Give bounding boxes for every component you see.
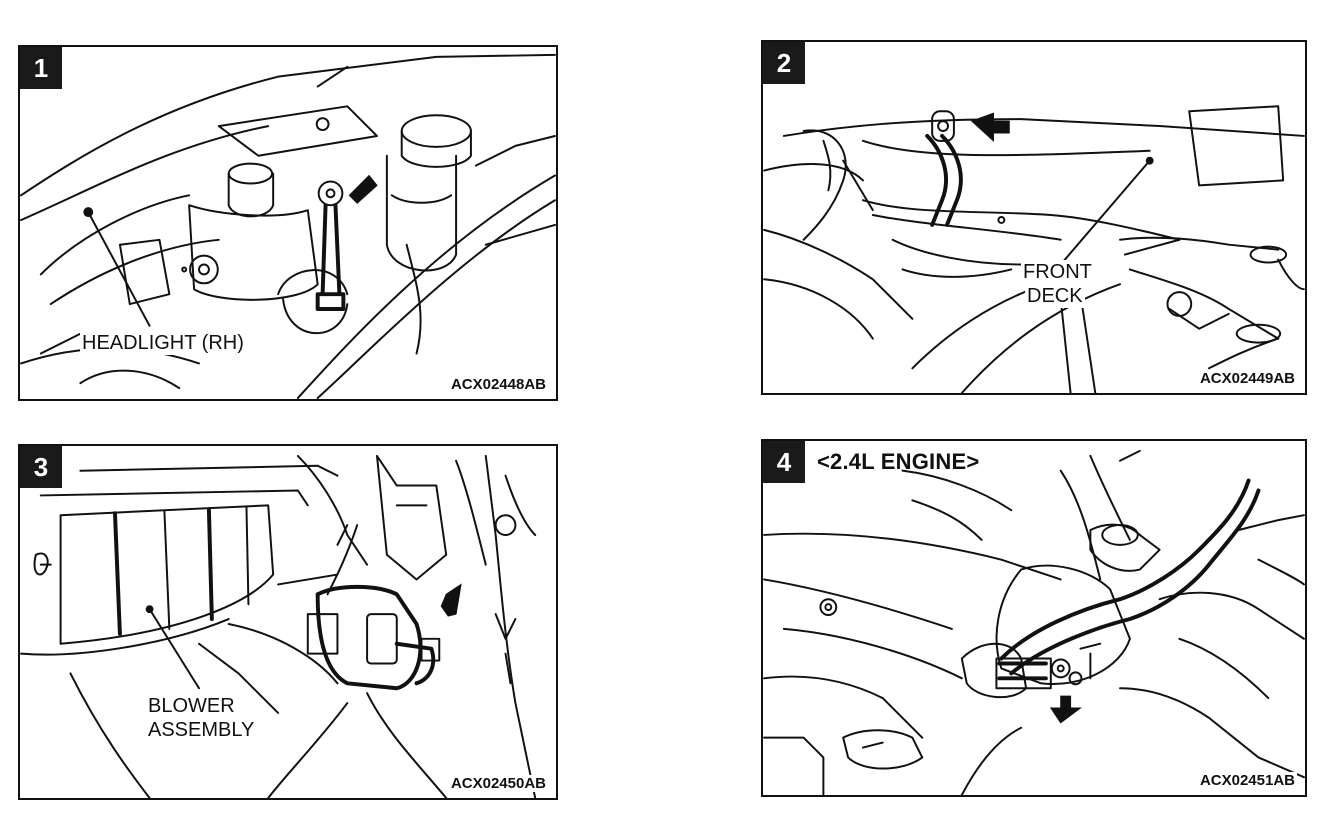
figure-code: ACX02449AB xyxy=(1197,370,1297,387)
headlight-rh-label: HEADLIGHT (RH) xyxy=(80,331,246,355)
figure-code: ACX02451AB xyxy=(1197,772,1297,789)
step-number-badge: 3 xyxy=(20,446,62,488)
engine-bay-headlight-illustration xyxy=(20,53,556,399)
blower-assembly-connector-illustration xyxy=(20,454,537,798)
illustration-panel-2: 2 FRONT DECK ACX02449AB xyxy=(761,40,1307,395)
illustration-panel-3: 3 BLOWER ASSEMBLY ACX02450AB xyxy=(18,444,558,800)
illustration-panel-1: 1 HEADLIGHT (RH) ACX02448AB xyxy=(18,45,558,401)
blower-assembly-label-line2: ASSEMBLY xyxy=(146,718,257,742)
engine-connector-illustration xyxy=(763,449,1305,795)
engine-variant-title: <2.4L ENGINE> xyxy=(817,449,980,474)
front-deck-label-line1: FRONT xyxy=(1021,260,1094,284)
blower-assembly-label-line1: BLOWER xyxy=(146,694,237,718)
front-deck-connector-illustration xyxy=(763,105,1305,393)
figure-code: ACX02450AB xyxy=(448,775,548,792)
step-number-badge: 4 xyxy=(763,441,805,483)
figure-code: ACX02448AB xyxy=(448,376,548,393)
step-number-badge: 2 xyxy=(763,42,805,84)
step-number-badge: 1 xyxy=(20,47,62,89)
front-deck-label-line2: DECK xyxy=(1025,284,1085,308)
illustration-panel-4: 4 <2.4L ENGINE> ACX02451AB xyxy=(761,439,1307,797)
